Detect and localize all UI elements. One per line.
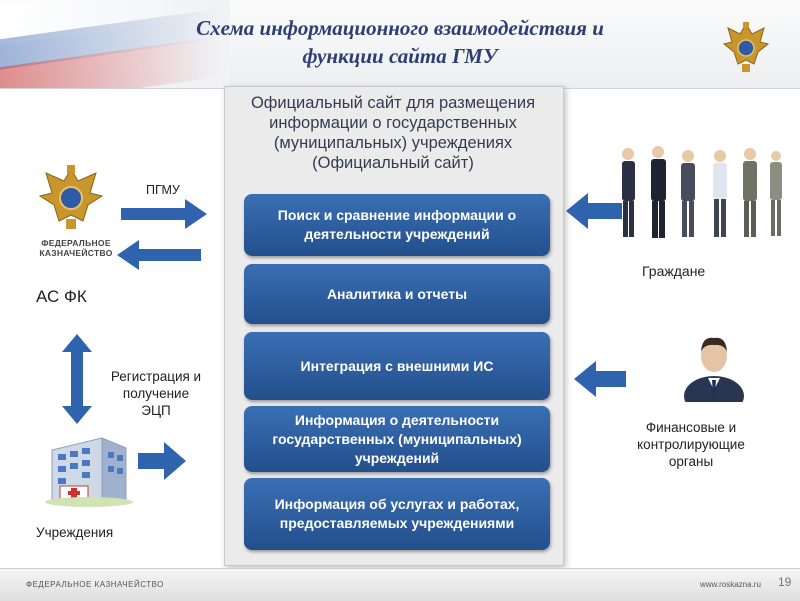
footer-website: www.roskazna.ru [700,580,761,589]
citizens-people-icon [622,146,782,238]
title-line-1: Схема информационного взаимодействия и [196,16,604,40]
as-fk-label: АС ФК [36,287,87,306]
arrow-left-icon [566,193,622,229]
arrow-left-icon [117,240,201,270]
citizens-label: Граждане [642,263,706,279]
arrow-left-icon [574,361,626,397]
function-institution-info: Информация о деятельности государственны… [244,406,550,472]
function-analytics-reports: Аналитика и отчеты [244,264,550,324]
russian-flag-decoration [0,0,230,88]
arrow-right-icon [121,199,207,229]
financial-bodies-label: Финансовые и контролирующие органы [637,420,745,469]
official-person-icon [684,337,744,402]
institutions-label: Учреждения [36,525,114,540]
function-integration: Интеграция с внешними ИС [244,332,550,400]
building-icon [45,437,133,507]
official-site-title: Официальный сайт для размещения информац… [250,94,536,172]
slide-header [0,0,800,89]
function-services-info: Информация об услугах и работах, предост… [244,478,550,550]
page-number: 19 [778,575,792,589]
registration-label: Регистрация и получение ЭЦП [110,369,202,418]
treasury-emblem-icon [38,165,104,229]
slide-title: Схема информационного взаимодействия и ф… [140,14,660,70]
arrow-vertical-icon [62,334,92,424]
emblem-icon [722,22,770,72]
title-line-2: функции сайта ГМУ [302,44,498,68]
arrow-right-icon [138,442,186,480]
slide-footer [0,568,800,601]
treasury-logo-text: ФЕДЕРАЛЬНОЕ КАЗНАЧЕЙСТВО [39,238,113,258]
function-search-compare: Поиск и сравнение информации о деятельно… [244,194,550,256]
footer-left-text: ФЕДЕРАЛЬНОЕ КАЗНАЧЕЙСТВО [26,580,164,589]
pgmu-label: ПГМУ [146,183,180,197]
